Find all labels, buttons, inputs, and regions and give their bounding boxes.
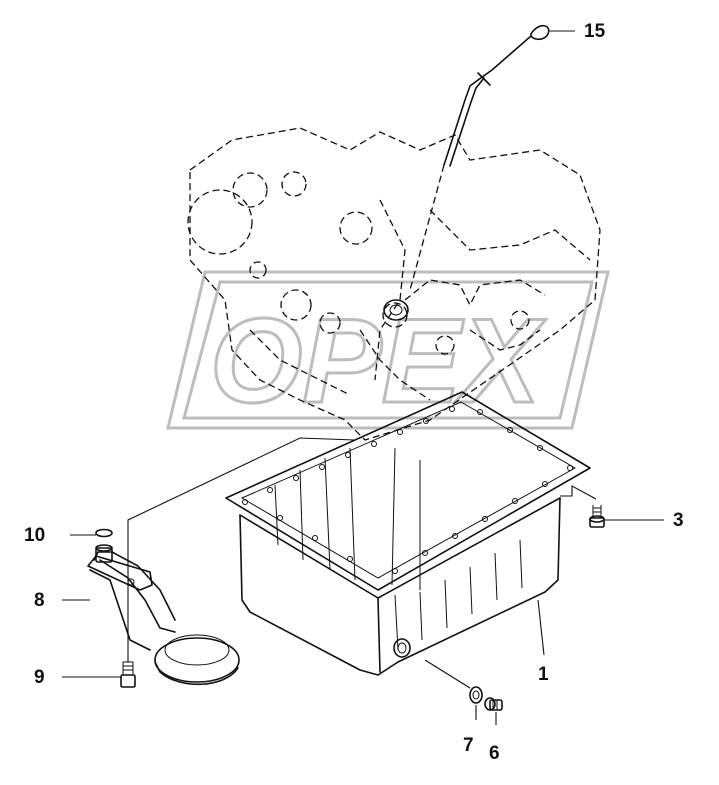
callout-15: 15: [584, 21, 606, 42]
drain-plug-boss: [393, 638, 411, 658]
pickup-bolt: [120, 661, 136, 688]
svg-text:OPEX: OPEX: [210, 294, 547, 428]
callout-7: 7: [463, 735, 474, 756]
gasket-bolt-holes: [242, 406, 573, 574]
callout-10: 10: [24, 525, 46, 546]
callout-6: 6: [489, 743, 500, 764]
pickup-outlet-nipple: [95, 544, 113, 563]
o-ring: [95, 528, 113, 538]
drain-plug: [484, 697, 503, 711]
callout-8: 8: [34, 590, 45, 611]
pan-bolt: [589, 505, 605, 528]
sealing-washer: [469, 686, 483, 704]
oil-pickup-strainer: [87, 544, 240, 686]
opex-watermark-logo: OPEX: [166, 270, 610, 430]
leader-lines: [62, 30, 664, 725]
callout-1: 1: [538, 664, 549, 685]
dipstick: [409, 24, 550, 291]
callout-9: 9: [34, 667, 45, 688]
oil-pan: [239, 406, 573, 676]
callout-3: 3: [673, 510, 684, 531]
dipstick-tube-port: [383, 299, 409, 321]
oil-pan-gasket: [225, 391, 591, 591]
